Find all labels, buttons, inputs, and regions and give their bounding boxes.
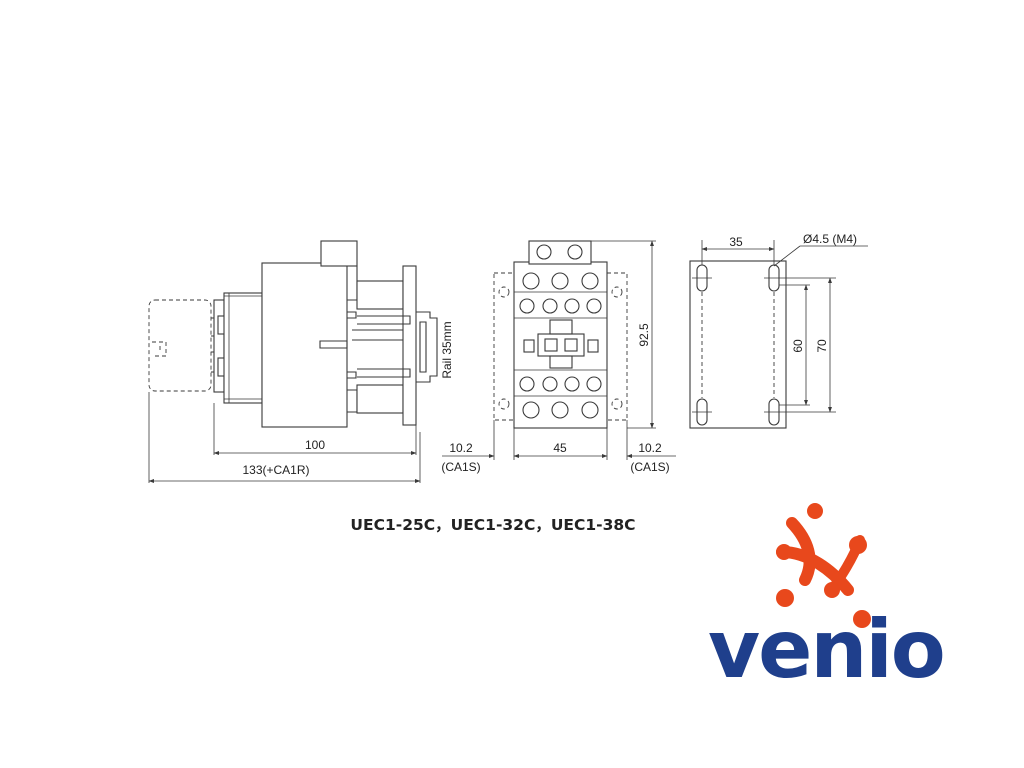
dim-side-depth: 100 bbox=[305, 438, 325, 452]
dim-mount-width: 35 bbox=[729, 235, 743, 249]
dim-mount-outer-height: 70 bbox=[815, 339, 829, 353]
dim-rail-label: Rail 35mm bbox=[440, 321, 454, 378]
dim-mount-inner-height: 60 bbox=[791, 339, 805, 353]
molecule-icon bbox=[776, 503, 871, 628]
front-view bbox=[493, 240, 656, 460]
dim-front-right-offset: 10.2 bbox=[638, 441, 662, 455]
side-view bbox=[148, 240, 438, 483]
dim-front-left-note: (CA1S) bbox=[441, 460, 480, 474]
dim-front-width: 45 bbox=[553, 441, 567, 455]
dim-front-height: 92.5 bbox=[637, 323, 651, 347]
dim-side-total: 133(+CA1R) bbox=[242, 463, 309, 477]
models-caption: UEC1-25C，UEC1-32C，UEC1-38C bbox=[350, 516, 635, 534]
mounting-view bbox=[689, 240, 836, 429]
brand-wordmark: venio bbox=[708, 603, 944, 696]
venio-logo: venio bbox=[708, 503, 946, 696]
dim-mount-hole: Ø4.5 (M4) bbox=[803, 232, 857, 246]
dim-front-right-note: (CA1S) bbox=[630, 460, 669, 474]
dim-front-left-offset: 10.2 bbox=[449, 441, 473, 455]
